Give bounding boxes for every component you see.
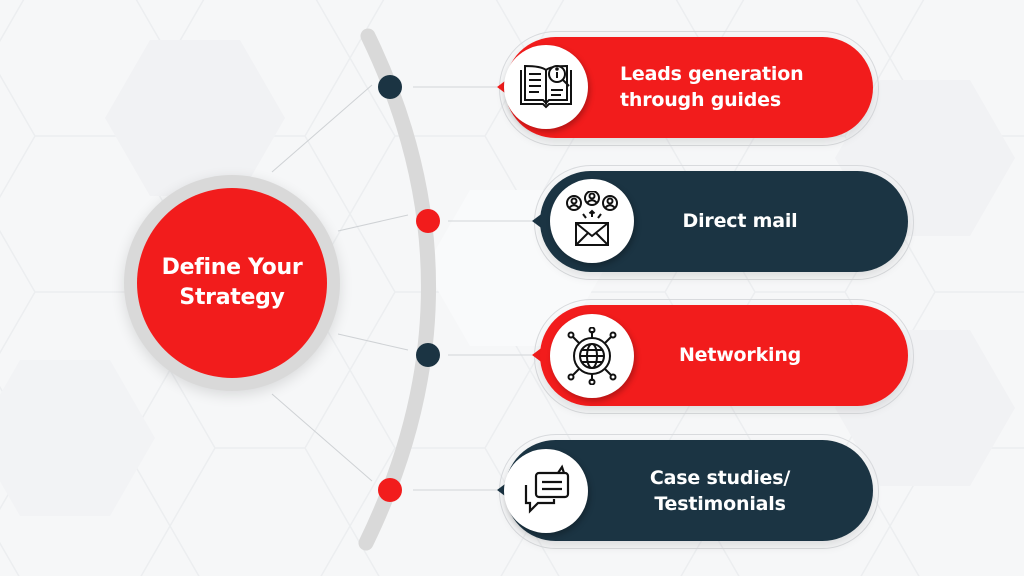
globe-network-icon — [567, 327, 617, 385]
chat-bubbles-icon — [524, 464, 570, 514]
item-label-2-line1: Direct mail — [682, 210, 798, 232]
center-node: Define Your Strategy — [137, 188, 327, 378]
icon-badge-4 — [504, 449, 588, 533]
icon-badge-2 — [550, 179, 634, 263]
item-label-3-line1: Networking — [678, 344, 802, 366]
book-info-icon — [520, 64, 572, 109]
item-label-2: Direct mail — [650, 208, 830, 234]
timeline-dot-1 — [378, 75, 402, 99]
icon-badge-1 — [504, 45, 588, 129]
timeline-dot-2 — [416, 209, 440, 233]
item-label-3: Networking — [650, 342, 830, 368]
timeline-dot-4 — [378, 478, 402, 502]
icon-badge-3 — [550, 314, 634, 398]
center-title: Define Your Strategy — [161, 255, 303, 310]
mail-users-icon — [566, 191, 618, 246]
item-label-4-line2: Testimonials — [654, 493, 786, 515]
item-label-1-line1: Leads generation — [620, 63, 804, 85]
item-label-1: Leads generation through guides — [620, 61, 804, 113]
timeline-dot-3 — [416, 343, 440, 367]
item-label-1-line2: through guides — [620, 89, 781, 111]
item-label-4: Case studies/ Testimonials — [620, 465, 820, 517]
item-label-4-line1: Case studies/ — [649, 467, 791, 489]
